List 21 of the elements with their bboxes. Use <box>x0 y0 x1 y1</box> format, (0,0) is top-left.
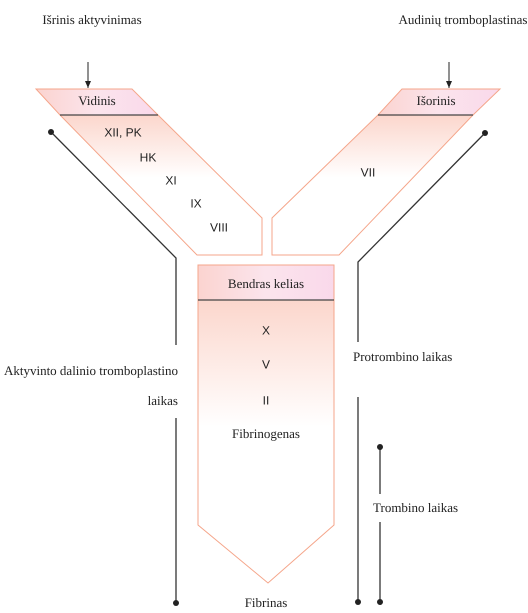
factor-label: HK <box>140 151 156 165</box>
trigger-label: Audinių tromboplastinas <box>398 12 528 28</box>
factor-label: V <box>262 358 270 372</box>
factor-label: Fibrinogenas <box>232 426 300 442</box>
trigger-label: Išrinis aktyvinimas <box>41 12 143 28</box>
factor-label: XI <box>165 174 177 188</box>
factor-label: XII, PK <box>104 126 142 140</box>
band-heading: Vidinis <box>78 94 116 108</box>
factor-label: X <box>262 324 270 338</box>
arrow <box>446 62 452 88</box>
product-label: Fibrinas <box>244 595 288 611</box>
band-heading: Išorinis <box>416 94 456 108</box>
arrow <box>85 62 91 88</box>
factor-label: VIII <box>210 221 228 235</box>
factor-label: IX <box>190 197 202 211</box>
band-heading: Bendras kelias <box>228 276 304 292</box>
time-label: Aktyvinto dalinio tromboplastino laikas <box>2 362 178 410</box>
factor-label: VII <box>360 166 376 180</box>
time-label: Trombino laikas <box>373 500 460 516</box>
time-label: Protrombino laikas <box>353 348 454 366</box>
factor-label: II <box>262 394 270 408</box>
